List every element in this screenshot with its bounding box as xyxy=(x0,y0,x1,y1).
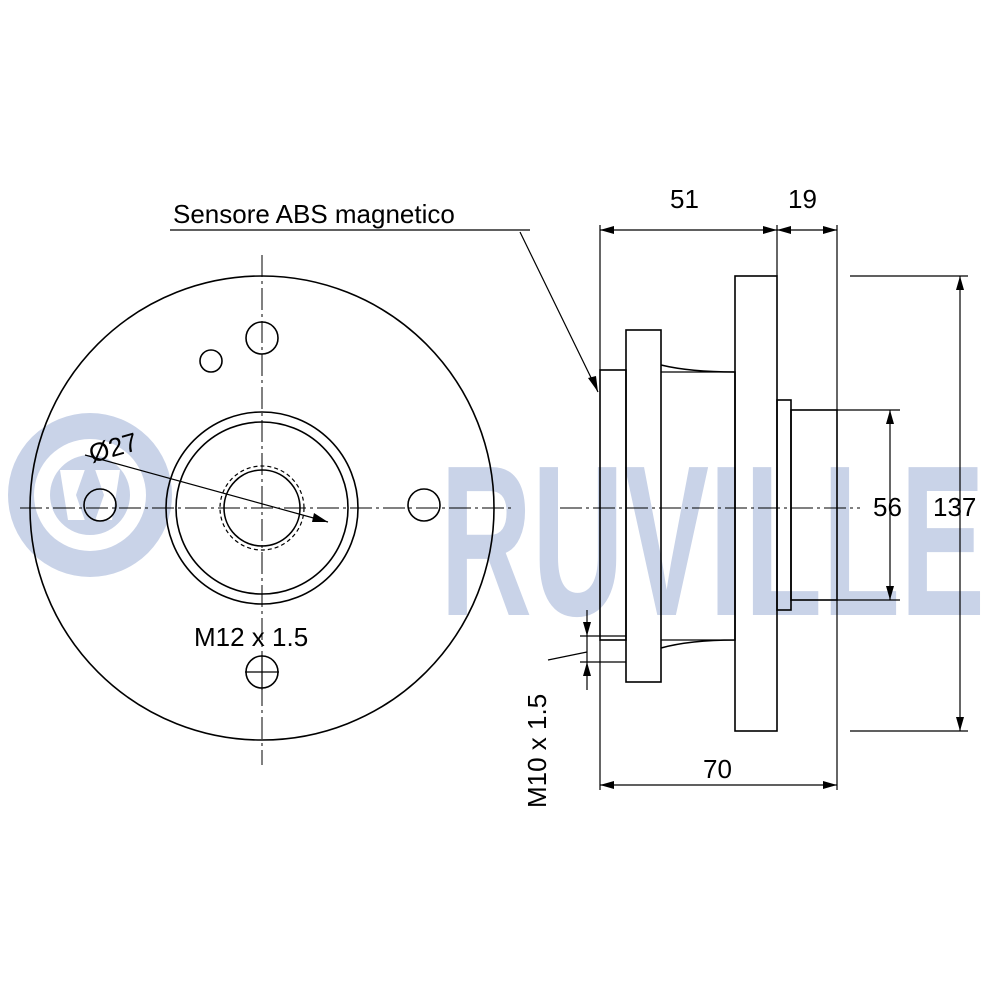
bearing-flange-section xyxy=(625,329,662,683)
bolt-thread-label: M12 x 1.5 xyxy=(194,622,308,652)
top-dimensions: 51 19 xyxy=(599,184,838,410)
pilot-spigot xyxy=(790,409,838,601)
dim-70-label: 70 xyxy=(703,754,732,784)
hub-side-view xyxy=(560,275,860,732)
bottom-dimension: 70 xyxy=(599,600,838,790)
bolt-hole-right xyxy=(407,488,441,522)
flange-diameter-dimension: 137 xyxy=(850,275,976,732)
dim-19-label: 19 xyxy=(788,184,817,214)
abs-sensor-label: Sensore ABS magnetico xyxy=(173,199,455,229)
dim-51-label: 51 xyxy=(670,184,699,214)
pilot-diameter-dimension: 56 xyxy=(837,409,902,601)
bolt-hole-left xyxy=(83,488,117,522)
dim-137-label: 137 xyxy=(933,492,976,522)
stud-thread-label: M10 x 1.5 xyxy=(522,694,552,808)
dim-56-label: 56 xyxy=(873,492,902,522)
abs-sensor-leader xyxy=(519,231,599,393)
locator-hole xyxy=(199,349,223,373)
stud-thread-dimension: M10 x 1.5 xyxy=(522,610,626,808)
brand-watermark: RUVILLE xyxy=(440,420,985,661)
diameter-leader xyxy=(84,454,329,523)
ruville-logo-icon xyxy=(8,413,172,577)
